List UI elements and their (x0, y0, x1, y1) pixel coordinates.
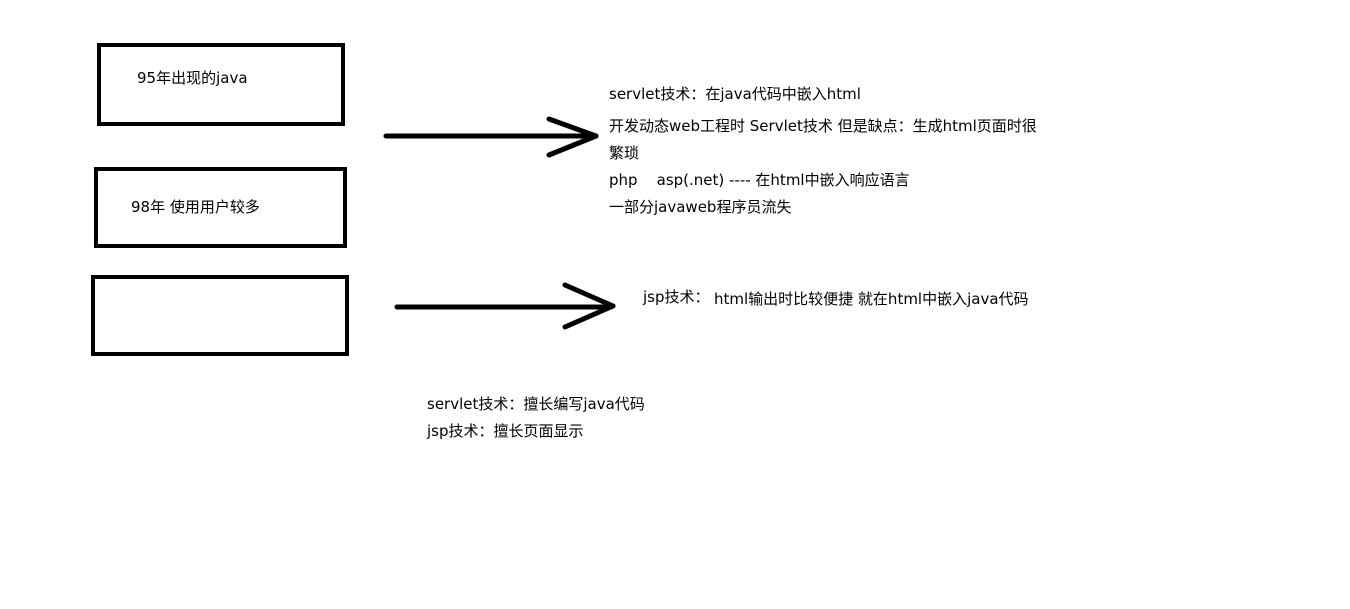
jsp-note-text: html输出时比较便捷 就在html中嵌入java代码 (714, 290, 1029, 308)
upper-note-line-5: 一部分javaweb程序员流失 (609, 198, 792, 216)
box-1998-users (94, 167, 347, 248)
upper-note-line-1: servlet技术：在java代码中嵌入html (609, 85, 861, 103)
box-java-1995 (97, 43, 345, 126)
box-java-1995-label: 95年出现的java (137, 69, 248, 87)
summary-line-1: servlet技术：擅长编写java代码 (427, 395, 645, 413)
box-1998-users-label: 98年 使用用户较多 (131, 198, 260, 216)
jsp-note-prefix: jsp技术： (643, 288, 710, 306)
upper-note-line-2: 开发动态web工程时 Servlet技术 但是缺点：生成html页面时很 (609, 117, 1037, 135)
arrow-right-lower (394, 282, 616, 330)
summary-line-2: jsp技术：擅长页面显示 (427, 422, 584, 440)
arrow-right-upper (383, 116, 599, 158)
box-empty (91, 275, 349, 356)
upper-note-line-3: 繁琐 (609, 144, 640, 162)
upper-note-line-4: php asp(.net) ---- 在html中嵌入响应语言 (609, 171, 910, 189)
